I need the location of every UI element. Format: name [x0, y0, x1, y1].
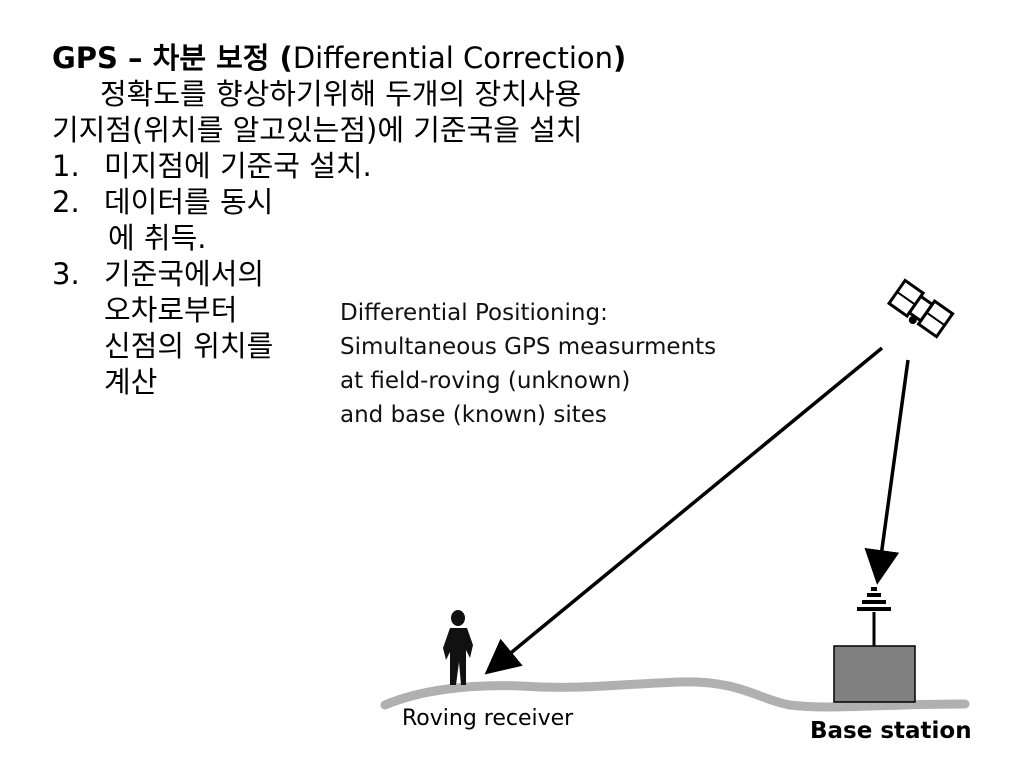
caption-line: Differential Positioning: [340, 300, 608, 326]
list-item-text: 계산 [104, 365, 158, 399]
caption-line: at field-roving (unknown) [340, 368, 631, 394]
arrow-to-rover [484, 346, 884, 675]
intro-line-2: 기지점(위치를 알고있는점)에 기준국을 설치 [52, 113, 583, 147]
list-item: 2. 데이터를 동시 에 취득. [52, 184, 752, 256]
list-item-number: 1. [52, 149, 80, 183]
list-item-text: 데이터를 동시 [104, 185, 274, 219]
figure-caption: Differential Positioning: Simultaneous G… [340, 296, 716, 432]
title-bold-suffix: ) [613, 41, 627, 75]
slide-title: GPS – 차분 보정 (Differential Correction) [52, 40, 752, 76]
list-item: 1. 미지점에 기준국 설치. [52, 148, 752, 184]
list-item-text: 미지점에 기준국 설치. [104, 149, 372, 183]
arrow-to-base [864, 359, 910, 585]
caption-line: and base (known) sites [340, 402, 607, 428]
title-bold-prefix: GPS – 차분 보정 ( [52, 41, 293, 75]
list-item-number: 3. [52, 257, 80, 291]
slide-text: GPS – 차분 보정 (Differential Correction) 정확… [52, 40, 752, 400]
rover-label: Roving receiver [402, 706, 574, 731]
ground-line [380, 677, 970, 712]
caption-line: Simultaneous GPS measurments [340, 334, 717, 360]
list-item-text: 기준국에서의 [104, 257, 265, 291]
satellite-icon [886, 278, 955, 339]
list-item-text: 신점의 위치를 [104, 329, 274, 363]
title-english: Differential Correction [292, 41, 614, 75]
base-station-icon [833, 587, 916, 703]
list-item-text: 에 취득. [108, 221, 207, 255]
person-icon [443, 610, 473, 685]
base-station-label: Base station [810, 718, 972, 744]
intro-line-1: 정확도를 향상하기위해 두개의 장치사용 [100, 77, 582, 111]
list-item-number: 2. [52, 185, 80, 219]
list-item-text: 오차로부터 [104, 293, 238, 327]
list-item: 3. 기준국에서의 오차로부터 신점의 위치를 계산 [52, 256, 752, 400]
